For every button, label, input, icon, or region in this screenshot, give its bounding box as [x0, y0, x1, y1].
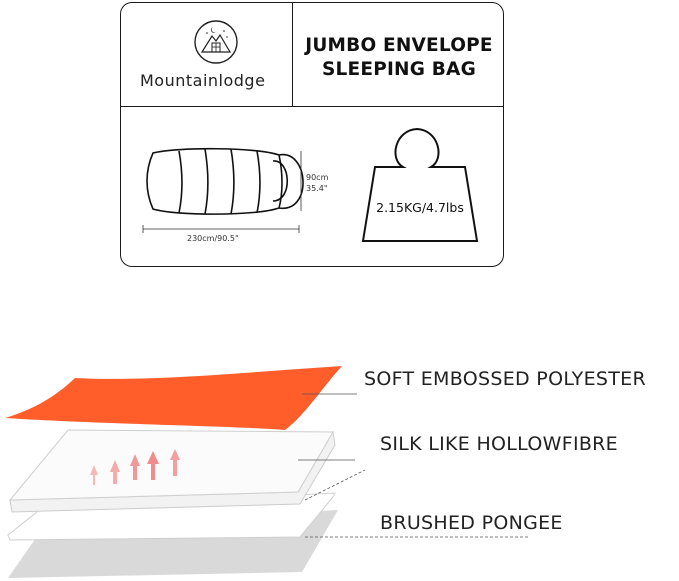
- card-divider-vertical: [292, 3, 293, 106]
- layer-label-pongee: BRUSHED PONGEE: [380, 512, 563, 534]
- weight-label: 2.15KG/4.7lbs: [376, 200, 464, 215]
- brand-name: Mountainlodge: [140, 71, 266, 90]
- hollowfibre-layer: [8, 429, 336, 513]
- product-info-card: Mountainlodge JUMBO ENVELOPE SLEEPING BA…: [120, 2, 504, 267]
- product-title-line2: SLEEPING BAG: [322, 59, 476, 80]
- fabric-layers-diagram: [5, 366, 530, 578]
- sleeping-bag-dimension-diagram: [142, 147, 304, 233]
- card-divider-horizontal: [121, 106, 503, 107]
- warmth-arrows-icon: [90, 449, 180, 485]
- product-title-line1: JUMBO ENVELOPE: [305, 35, 493, 56]
- polyester-outer-layer: [5, 366, 342, 430]
- layer-label-polyester: SOFT EMBOSSED POLYESTER: [364, 368, 646, 390]
- brand-logo-icon: [194, 20, 238, 64]
- height-cm-label: 90cm: [306, 173, 329, 182]
- length-label: 230cm/90.5": [187, 234, 239, 243]
- sleeping-bag-icon: [146, 147, 304, 215]
- weight-icon: [361, 127, 479, 242]
- height-in-label: 35.4": [306, 184, 328, 193]
- layer-label-hollowfibre: SILK LIKE HOLLOWFIBRE: [380, 433, 618, 455]
